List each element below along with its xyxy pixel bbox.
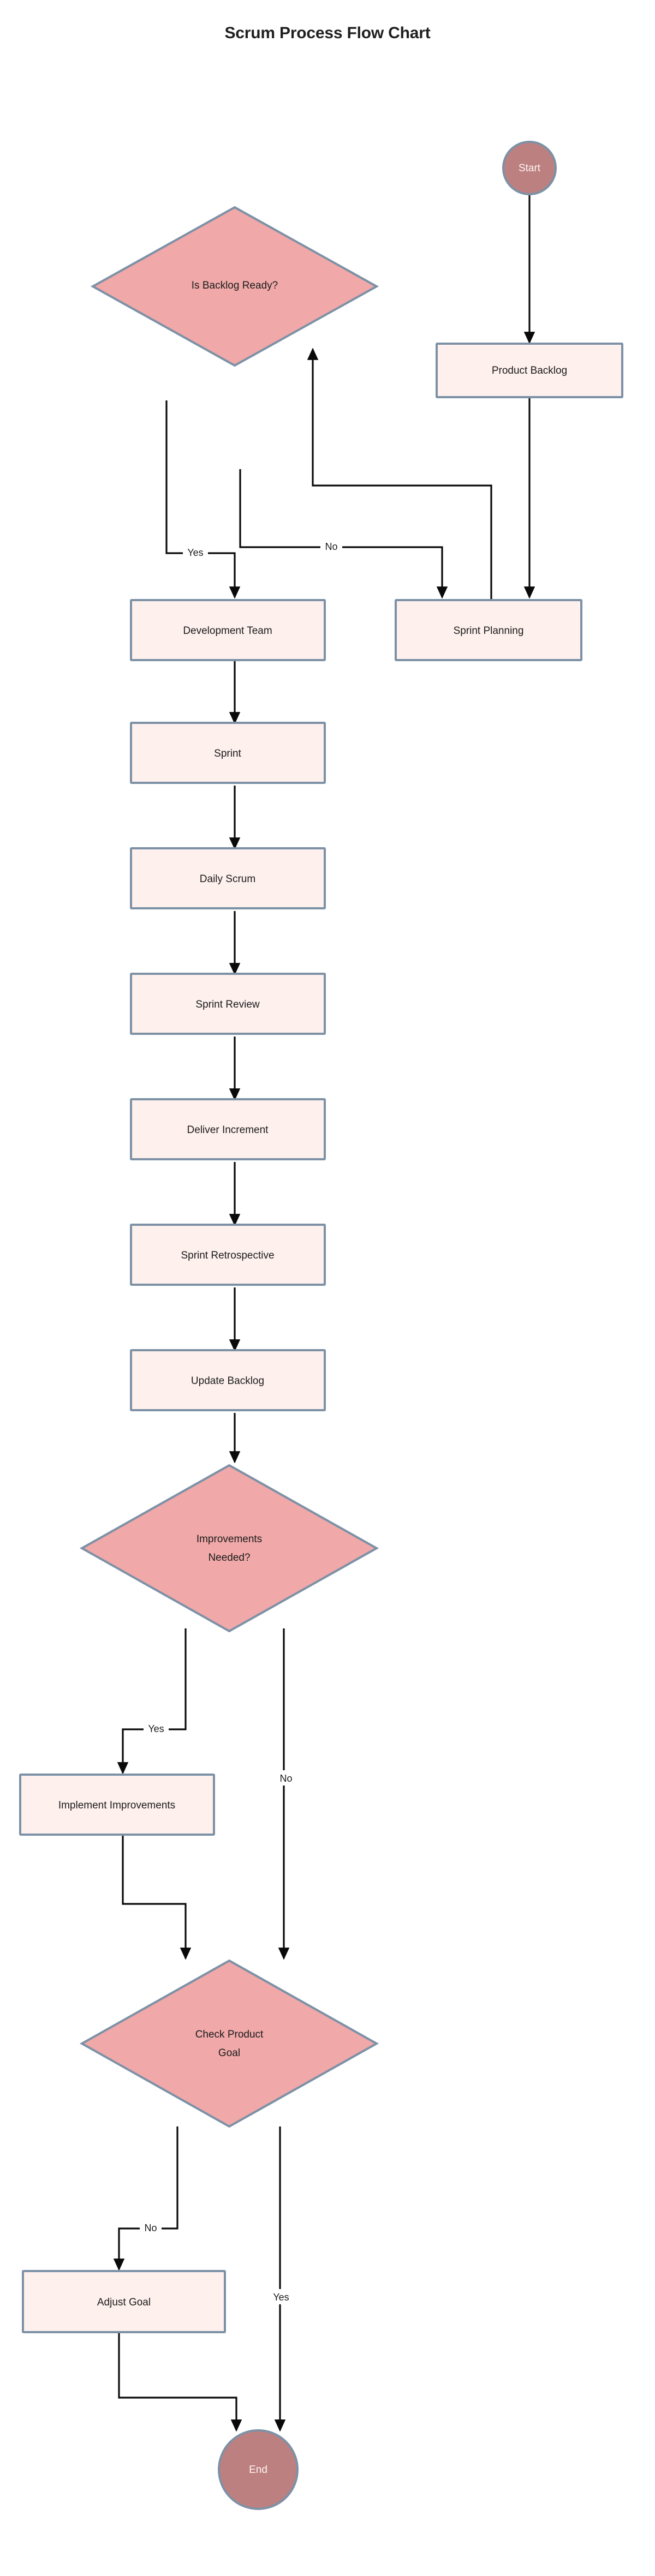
page-title: Scrum Process Flow Chart (224, 24, 431, 42)
edge-label-bg-improve-no (275, 1770, 297, 1786)
end-circle (218, 2429, 299, 2510)
edge-label-improvements-needed-yes: Yes (148, 1723, 164, 1734)
edge-improvements-needed-yes-to-implement-improvements (117, 1628, 187, 1775)
node-implement-improvements[interactable]: Implement Improvements (19, 1774, 215, 1836)
improvements-needed-label-line2: Needed? (208, 1552, 250, 1563)
edge-is-backlog-ready-no-to-sprint-planning (239, 469, 448, 599)
adjust-goal-box (22, 2270, 226, 2333)
implement-improvements-box (19, 1774, 215, 1836)
node-check-product-goal[interactable]: Check Product Goal (79, 1959, 379, 2128)
edge-label-bg-ready-yes (183, 544, 208, 560)
start-circle (502, 141, 557, 195)
improvements-needed-diamond (79, 1464, 379, 1633)
edge-label-is-backlog-ready-no: No (325, 541, 337, 552)
deliver-increment-label: Deliver Increment (187, 1124, 269, 1136)
edge-label-bg-checkgoal-yes (269, 2289, 294, 2304)
deliver-increment-box (130, 1098, 326, 1160)
daily-scrum-box (130, 847, 326, 909)
adjust-goal-label: Adjust Goal (97, 2297, 151, 2308)
is-backlog-ready-diamond (90, 206, 379, 367)
edge-label-bg-improve-yes (144, 1721, 169, 1736)
sprint-planning-label: Sprint Planning (454, 625, 524, 637)
product-backlog-label: Product Backlog (492, 365, 567, 376)
node-deliver-increment[interactable]: Deliver Increment (130, 1098, 326, 1160)
edge-check-product-goal-no-to-adjust-goal (113, 2126, 178, 2271)
node-end[interactable]: End (218, 2429, 299, 2510)
check-product-goal-label-line1: Check Product (195, 2029, 264, 2040)
product-backlog-box (436, 343, 623, 398)
edge-label-improvements-needed-no: No (279, 1773, 292, 1784)
edge-label-is-backlog-ready-yes: Yes (187, 547, 203, 558)
node-improvements-needed[interactable]: Improvements Needed? (79, 1464, 379, 1633)
node-start[interactable]: Start (502, 141, 557, 195)
node-sprint-review[interactable]: Sprint Review (130, 973, 326, 1035)
improvements-needed-label-line1: Improvements (196, 1533, 262, 1545)
node-adjust-goal[interactable]: Adjust Goal (22, 2270, 226, 2333)
sprint-label: Sprint (214, 748, 241, 759)
node-product-backlog[interactable]: Product Backlog (436, 343, 623, 398)
edge-label-bg-checkgoal-no (140, 2220, 162, 2235)
update-backlog-label: Update Backlog (191, 1375, 264, 1387)
node-update-backlog[interactable]: Update Backlog (130, 1349, 326, 1411)
development-team-label: Development Team (183, 625, 272, 637)
node-development-team[interactable]: Development Team (130, 599, 326, 661)
node-sprint[interactable]: Sprint (130, 722, 326, 784)
update-backlog-box (130, 1349, 326, 1411)
node-sprint-planning[interactable]: Sprint Planning (395, 599, 582, 661)
implement-improvements-label: Implement Improvements (58, 1800, 175, 1811)
check-product-goal-diamond (79, 1959, 379, 2128)
edge-adjust-goal-to-end (118, 2332, 242, 2432)
node-daily-scrum[interactable]: Daily Scrum (130, 847, 326, 909)
sprint-retrospective-label: Sprint Retrospective (181, 1250, 274, 1261)
edge-sprint-planning-to-is-backlog-ready (307, 348, 492, 600)
daily-scrum-label: Daily Scrum (200, 873, 255, 885)
development-team-box (130, 599, 326, 661)
sprint-review-box (130, 973, 326, 1035)
edge-label-bg-ready-no (320, 538, 342, 554)
edge-label-check-product-goal-no: No (144, 2222, 157, 2233)
edge-implement-improvements-to-check-product-goal (122, 1836, 192, 1960)
sprint-box (130, 722, 326, 784)
node-is-backlog-ready[interactable]: Is Backlog Ready? (90, 206, 379, 367)
sprint-retrospective-box (130, 1224, 326, 1286)
start-label: Start (519, 163, 541, 174)
sprint-planning-box (395, 599, 582, 661)
check-product-goal-label-line2: Goal (218, 2047, 240, 2059)
edge-is-backlog-ready-yes-to-development-team (165, 400, 241, 599)
sprint-review-label: Sprint Review (195, 999, 259, 1010)
is-backlog-ready-label: Is Backlog Ready? (192, 280, 278, 291)
edge-label-check-product-goal-yes: Yes (273, 2292, 289, 2303)
end-label: End (249, 2464, 267, 2476)
node-sprint-retrospective[interactable]: Sprint Retrospective (130, 1224, 326, 1286)
